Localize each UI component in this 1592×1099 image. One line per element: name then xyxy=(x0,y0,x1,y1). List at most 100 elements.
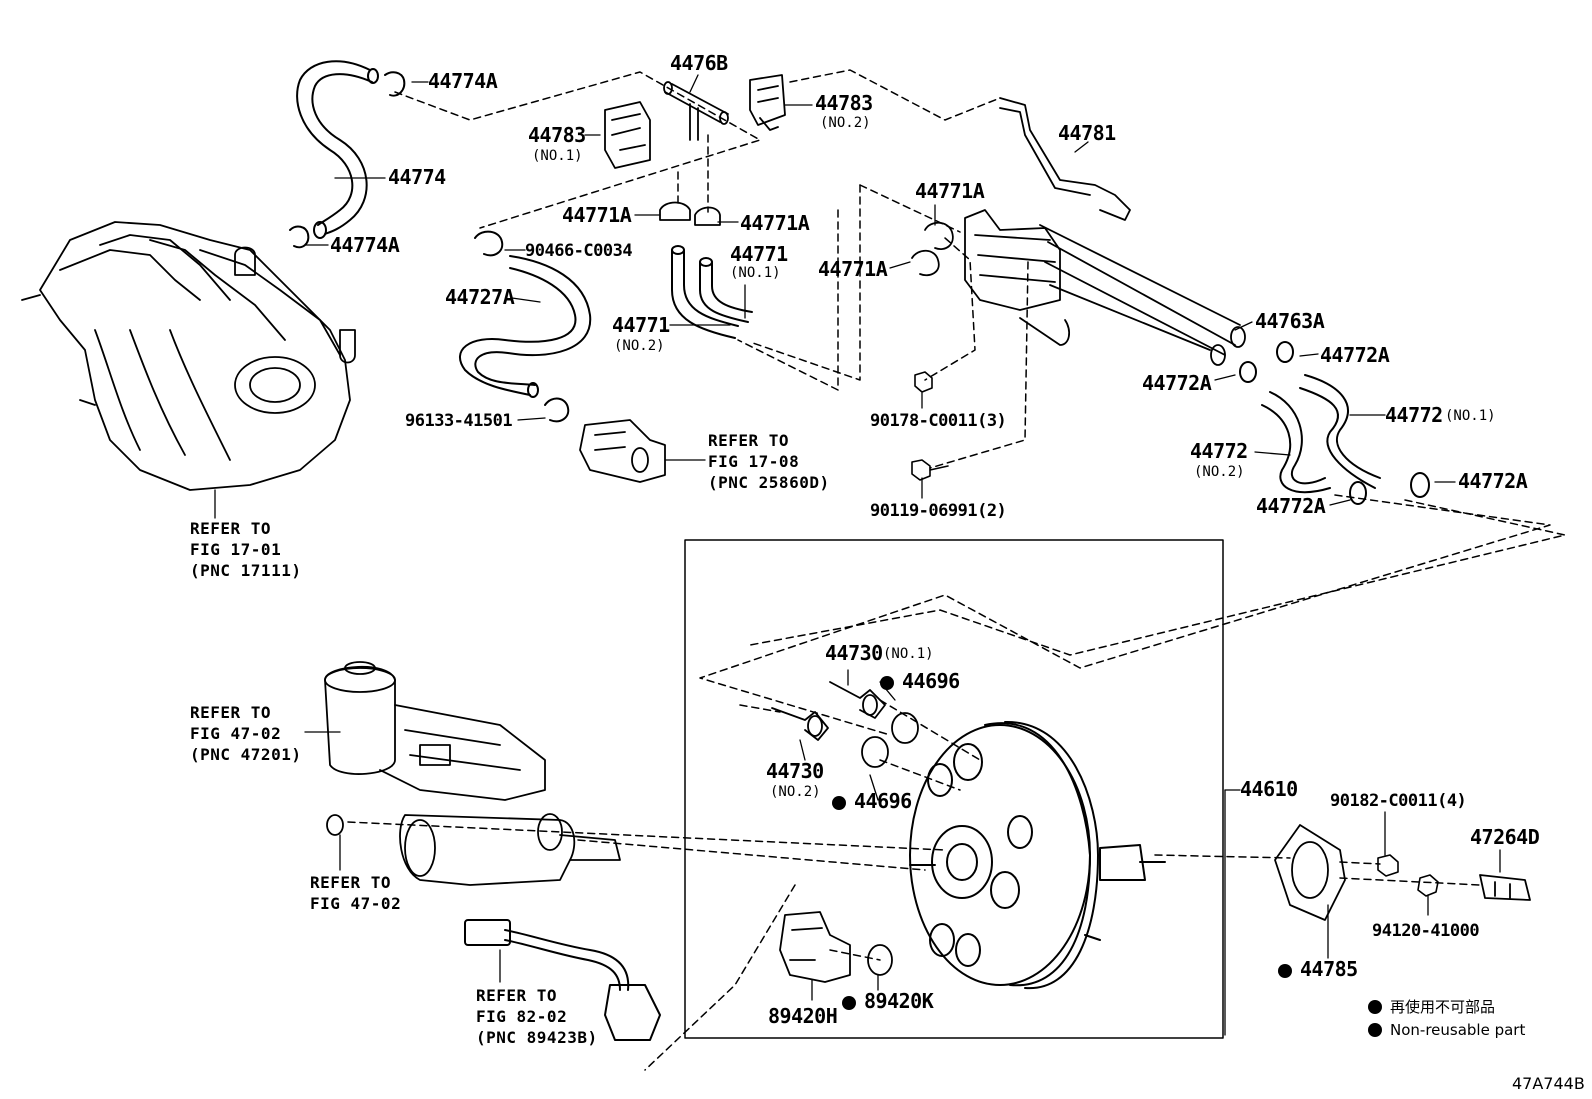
non-reusable-marker xyxy=(832,796,846,810)
reference-fig-17-08[interactable]: REFER TO FIG 17-08 (PNC 25860D) xyxy=(708,430,830,493)
reference-line: REFER TO xyxy=(310,873,392,892)
hose-44774 xyxy=(289,60,406,249)
bracket-44781 xyxy=(999,97,1131,221)
tee-joint-4476B xyxy=(663,81,729,141)
non-reusable-marker xyxy=(880,676,894,690)
grommets-44696 xyxy=(861,712,919,768)
non-reusable-marker xyxy=(842,996,856,1010)
gasket-44785 xyxy=(1274,824,1346,921)
part-label-44771-no1: 44771 xyxy=(730,242,788,266)
part-sub-44772-no1: (NO.1) xyxy=(1445,408,1496,424)
hose-44727A xyxy=(459,230,592,423)
part-label-44774: 44774 xyxy=(388,165,446,189)
reference-line: (PNC 89423B) xyxy=(476,1028,598,1047)
part-label-90119-06991: 90119-06991(2) xyxy=(870,501,1007,521)
part-label-44771A-mid: 44771A xyxy=(740,211,810,235)
reference-line: (PNC 47201) xyxy=(190,745,302,764)
reference-fig-17-01[interactable]: REFER TO FIG 17-01 (PNC 17111) xyxy=(190,518,301,581)
part-label-94120-41000: 94120-41000 xyxy=(1372,921,1480,941)
part-sub-44730-no1: (NO.1) xyxy=(883,646,934,662)
master-cylinder-reservoir xyxy=(324,661,546,801)
part-label-89420H: 89420H xyxy=(768,1004,838,1028)
part-label-44763A: 44763A xyxy=(1255,309,1325,333)
grommet-89420K xyxy=(867,944,893,976)
hoses-44771 xyxy=(671,245,753,339)
reference-line: REFER TO xyxy=(190,703,272,722)
part-sub-44783-no2: (NO.2) xyxy=(820,115,871,131)
part-label-44785-text: 44785 xyxy=(1300,957,1358,981)
pressure-sensor xyxy=(579,419,666,483)
part-label-47264D: 47264D xyxy=(1470,825,1540,849)
part-label-44696-top: 44696 xyxy=(880,670,960,692)
reference-line: FIG 17-08 xyxy=(708,452,800,471)
part-label-44774A-bottom: 44774A xyxy=(330,233,400,257)
part-label-4476B: 4476B xyxy=(670,51,728,75)
part-label-44696-top-text: 44696 xyxy=(902,669,960,693)
part-label-44771A-right-lower: 44771A xyxy=(818,257,888,281)
reference-fig-47-02[interactable]: REFER TO FIG 47-02 xyxy=(310,872,401,914)
part-label-44696-bottom: 44696 xyxy=(832,790,912,812)
check-valves-44730 xyxy=(771,681,886,741)
part-label-44772A-left-upper: 44772A xyxy=(1142,371,1212,395)
non-reusable-marker xyxy=(1278,964,1292,978)
part-label-44772A-right-upper: 44772A xyxy=(1320,343,1390,367)
part-label-44772A-right-lower: 44772A xyxy=(1458,469,1528,493)
part-label-44772-no2: 44772 xyxy=(1190,439,1248,463)
clamps-44771A xyxy=(659,201,954,277)
part-label-44696-bottom-text: 44696 xyxy=(854,789,912,813)
part-label-44730-no1: 44730 xyxy=(825,641,883,665)
part-label-44781: 44781 xyxy=(1058,121,1116,145)
part-label-89420K-text: 89420K xyxy=(864,989,934,1013)
part-label-44785: 44785 xyxy=(1278,958,1358,980)
vacuum-sensor-89420H xyxy=(779,911,851,983)
part-label-90466-C0034: 90466-C0034 xyxy=(525,241,633,261)
reference-line: FIG 82-02 xyxy=(476,1007,568,1026)
part-sub-44771-no1: (NO.1) xyxy=(730,265,781,281)
intake-manifold xyxy=(21,221,356,491)
part-label-44774A-top: 44774A xyxy=(428,69,498,93)
part-sub-44730-no2: (NO.2) xyxy=(770,784,821,800)
reference-line: (PNC 25860D) xyxy=(708,473,830,492)
leader-lines xyxy=(214,74,1501,1036)
part-label-44771-no2: 44771 xyxy=(612,313,670,337)
part-label-44772-no1: 44772 xyxy=(1385,403,1443,427)
nut-94120 xyxy=(1417,874,1439,897)
part-label-44727A: 44727A xyxy=(445,285,515,309)
reference-line: REFER TO xyxy=(708,431,790,450)
vsv-44783-no1 xyxy=(604,101,651,169)
part-label-44730-no2: 44730 xyxy=(766,759,824,783)
reference-line: (PNC 17111) xyxy=(190,561,302,580)
legend-dot xyxy=(1368,1000,1382,1014)
master-cylinder-body xyxy=(326,813,621,886)
reference-fig-82-02[interactable]: REFER TO FIG 82-02 (PNC 89423B) xyxy=(476,985,598,1048)
wire-harness xyxy=(464,919,661,1041)
part-label-44771A-left: 44771A xyxy=(562,203,632,227)
legend-japanese-text: 再使用不可部品 xyxy=(1390,998,1496,1016)
reference-line: REFER TO xyxy=(476,986,558,1005)
fasteners-90178-90119 xyxy=(911,371,949,481)
part-sub-44772-no2: (NO.2) xyxy=(1194,464,1245,480)
brake-booster-44610 xyxy=(909,720,1166,990)
part-label-89420K: 89420K xyxy=(842,989,934,1013)
nut-90182 xyxy=(1377,854,1399,877)
part-sub-44783-no1: (NO.1) xyxy=(532,148,583,164)
legend-dot xyxy=(1368,1023,1382,1037)
reference-fig-47-02-reservoir[interactable]: REFER TO FIG 47-02 (PNC 47201) xyxy=(190,702,301,765)
part-label-90182-C0011: 90182-C0011(4) xyxy=(1330,791,1467,811)
part-label-44783-no1: 44783 xyxy=(528,123,586,147)
legend-non-reusable-english: Non-reusable part xyxy=(1368,1021,1525,1039)
part-label-44772A-left-lower: 44772A xyxy=(1256,494,1326,518)
clevis-47264D xyxy=(1479,874,1531,901)
diagram-code: 47A744B xyxy=(1512,1074,1585,1093)
reference-line: FIG 47-02 xyxy=(310,894,402,913)
legend-non-reusable-japanese: 再使用不可部品 xyxy=(1368,996,1495,1017)
reference-line: FIG 17-01 xyxy=(190,540,282,559)
legend-english-text: Non-reusable part xyxy=(1390,1021,1526,1039)
booster-assembly-box xyxy=(684,539,1224,1039)
vsv-cluster-and-pipe-44763A xyxy=(964,209,1246,366)
vsv-44783-no2 xyxy=(749,74,786,131)
part-label-44771A-right-upper: 44771A xyxy=(915,179,985,203)
part-sub-44771-no2: (NO.2) xyxy=(614,338,665,354)
reference-line: REFER TO xyxy=(190,519,272,538)
